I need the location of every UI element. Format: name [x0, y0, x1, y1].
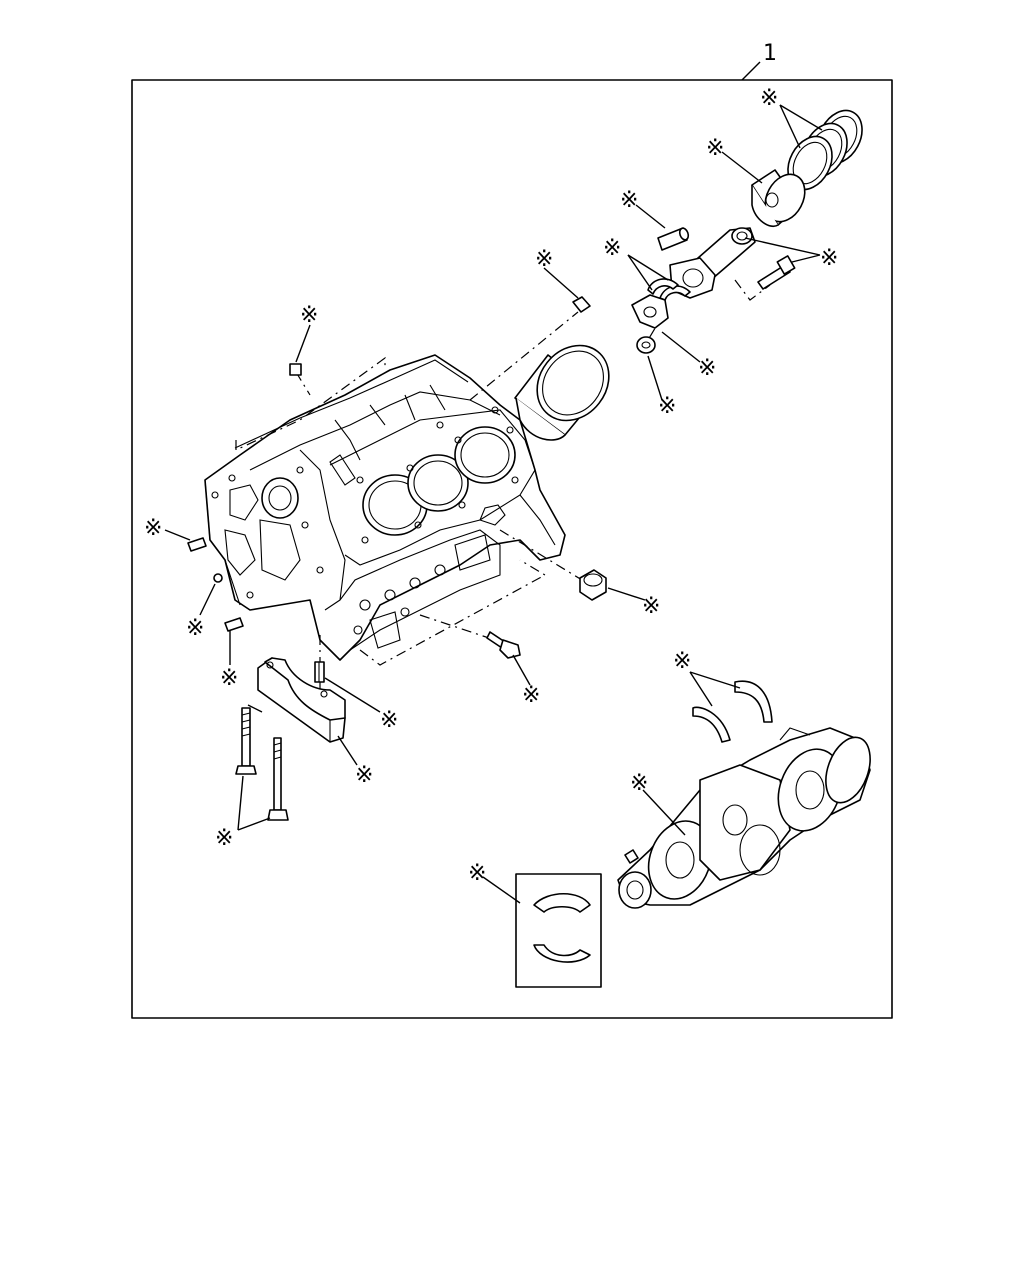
dowel-pin-lower-left	[224, 617, 244, 632]
marker-piston-pin: ※	[620, 188, 638, 213]
connecting-rod-bolts	[757, 255, 796, 290]
marker-rod-bolts: ※	[820, 246, 838, 271]
marker-rod-nut: ※	[658, 394, 676, 419]
marker-rod-bearing: ※	[603, 236, 621, 261]
marker-knock-pin: ※	[300, 303, 318, 328]
crankshaft	[617, 727, 871, 909]
marker-crankshaft: ※	[630, 771, 648, 796]
marker-main-cap: ※	[355, 763, 373, 788]
rod-nut	[636, 336, 656, 354]
piston-pin	[657, 227, 690, 251]
main-bearing-cap	[257, 657, 346, 743]
marker-drain-plug: ※	[642, 594, 660, 619]
marker-thrust-washers: ※	[673, 649, 691, 674]
leader-lines	[164, 104, 823, 904]
marker-side-bolt: ※	[522, 683, 540, 708]
drain-plug	[579, 569, 607, 601]
cylinder-liner	[514, 344, 610, 441]
marker-piston: ※	[706, 136, 724, 161]
marker-piston-rings: ※	[760, 86, 778, 111]
dowel-pin-top	[572, 296, 591, 313]
piston	[751, 169, 806, 227]
cylinder-block	[204, 354, 566, 661]
knock-pin-left-top	[289, 363, 302, 376]
marker-plug-left: ※	[186, 616, 204, 641]
piston-rings	[787, 109, 863, 191]
marker-dowel-left: ※	[144, 516, 162, 541]
marker-roll-pin: ※	[380, 708, 398, 733]
marker-main-bearing: ※	[468, 861, 486, 886]
callout-leader-1	[741, 61, 761, 81]
thrust-washers	[692, 680, 773, 743]
connecting-rod-cap	[631, 294, 669, 329]
part-markers: ※ ※ ※ ※ ※ ※ ※ ※ ※ ※ ※ ※ ※ ※ ※ ※ ※ ※ ※ ※	[144, 86, 838, 886]
main-cap-bolts	[235, 704, 289, 821]
main-bearing-inset-box	[515, 873, 602, 988]
marker-cap-bolts: ※	[215, 826, 233, 851]
roll-pin	[314, 661, 325, 683]
side-bolt	[486, 631, 521, 659]
rod-bearing-shells	[647, 278, 691, 301]
dowel-pin-left	[187, 537, 207, 552]
diagram-frame	[131, 79, 893, 1019]
plug-left	[213, 573, 223, 583]
callout-number-1: 1	[763, 41, 777, 66]
marker-dowel-lower-left: ※	[220, 666, 238, 691]
marker-rod-cap: ※	[698, 356, 716, 381]
marker-dowel-top: ※	[535, 247, 553, 272]
